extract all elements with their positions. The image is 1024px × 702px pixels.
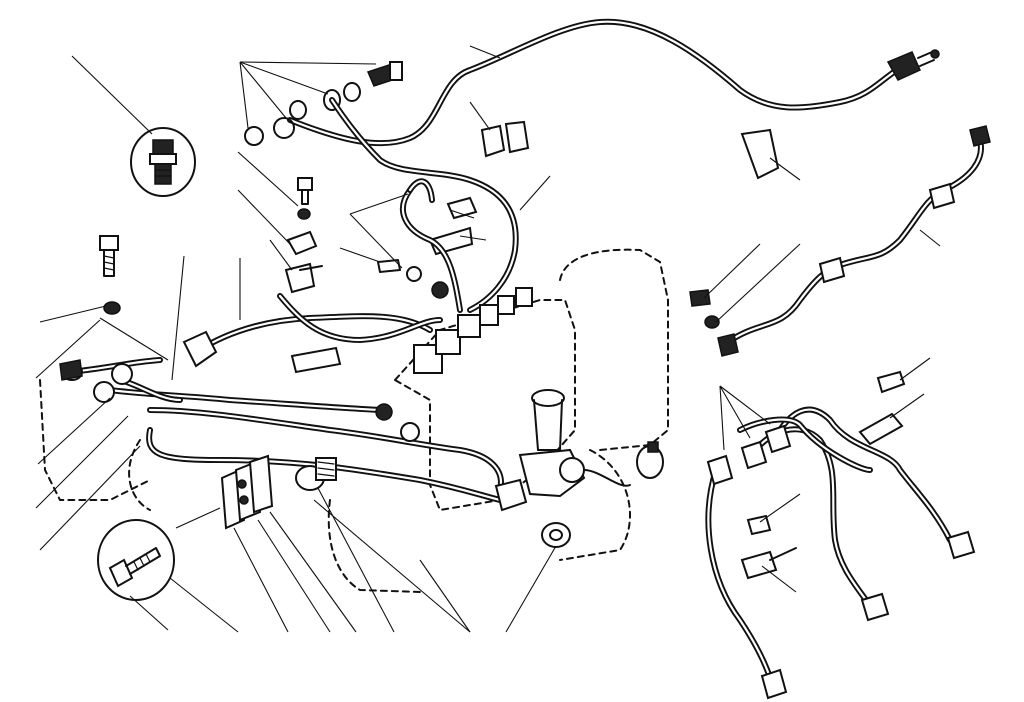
clamp-stack [220, 454, 274, 530]
pump-outlets [377, 259, 533, 374]
small-bolt-left [297, 177, 313, 220]
long-return-pipe [287, 18, 940, 147]
injection-pipes-left [182, 178, 463, 368]
left-bolt [99, 235, 121, 315]
connector-fitting-detail [130, 127, 196, 197]
injector-pipe-set [705, 406, 976, 700]
center-banjo-bolt [295, 457, 337, 491]
lower-fuel-pipes [59, 357, 504, 503]
pipe-clamps [286, 120, 906, 580]
top-banjo-group [244, 61, 519, 313]
bolt-detail [97, 519, 175, 601]
right-fuel-pipe [689, 125, 991, 357]
pump-housing-outline [39, 248, 669, 593]
leader-lines [35, 45, 941, 633]
filter-assembly [494, 389, 664, 548]
